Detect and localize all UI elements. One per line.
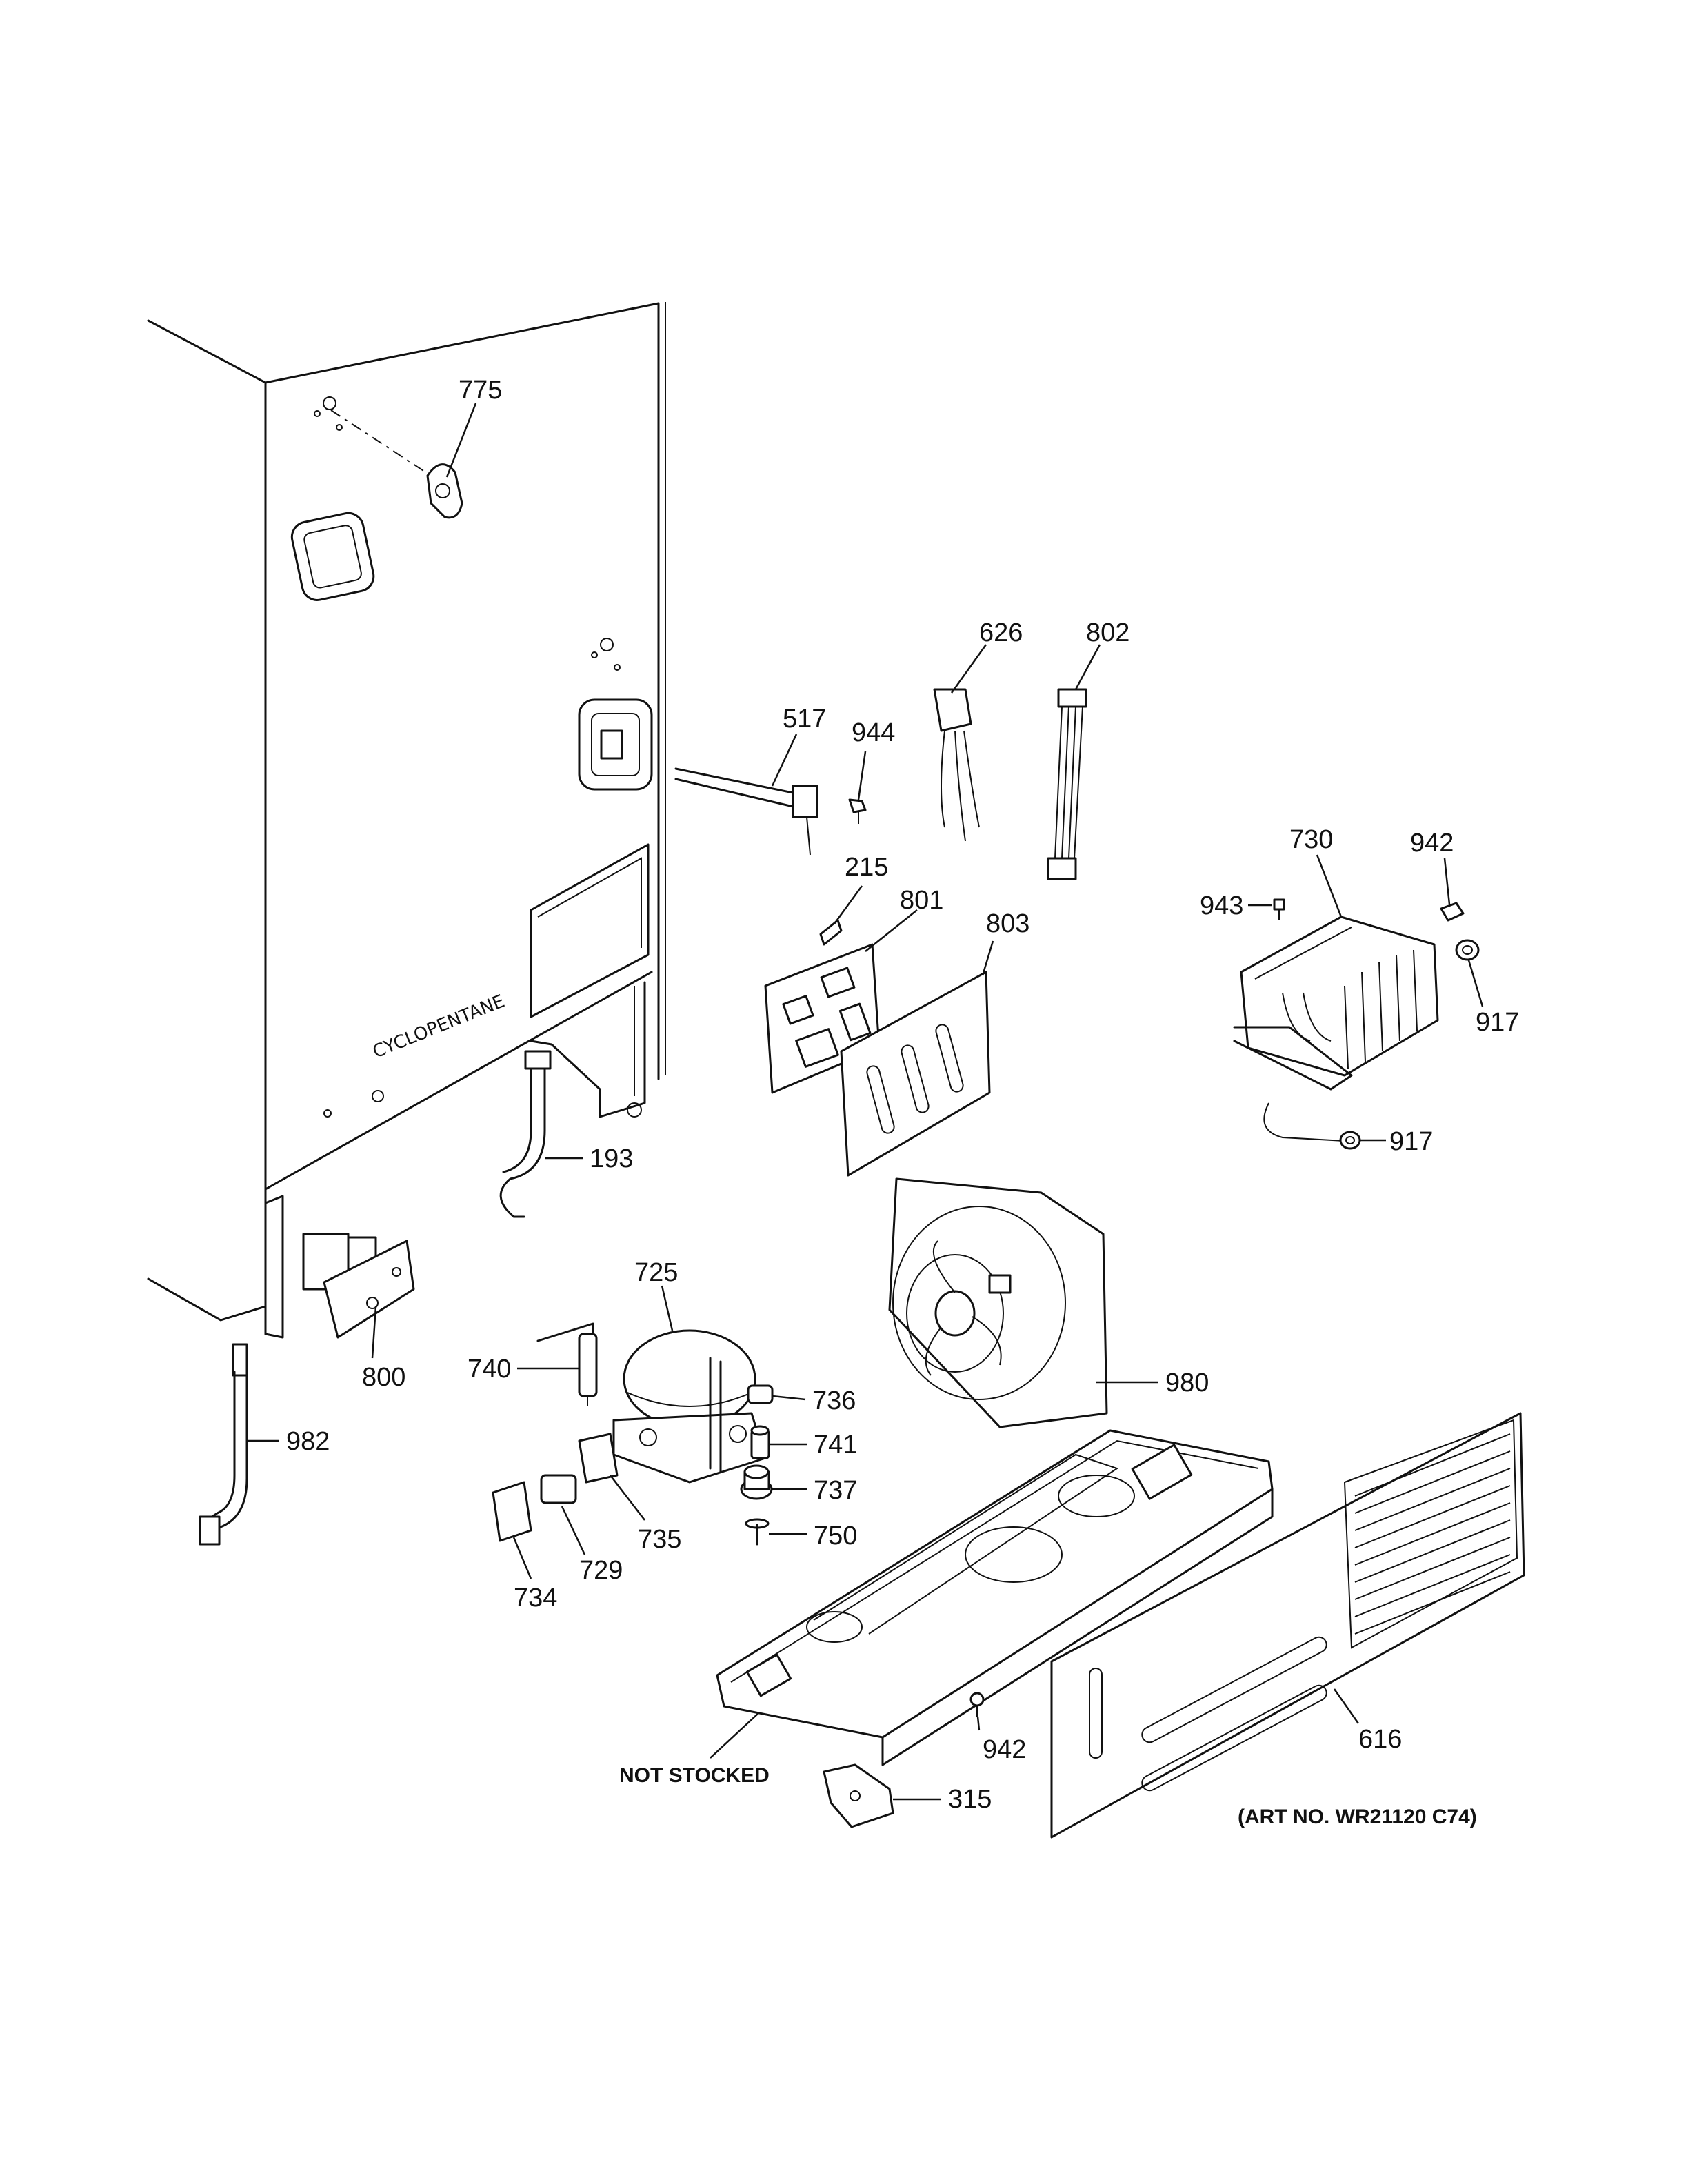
callout-725: 725	[634, 1258, 678, 1287]
compressor-base-pan	[716, 1429, 1274, 1766]
callout-943: 943	[1200, 891, 1243, 920]
callout-750: 750	[814, 1521, 857, 1550]
callout-315: 315	[948, 1785, 992, 1814]
callout-215: 215	[845, 853, 888, 882]
cabinet-rear: CYCLOPENTANE	[147, 302, 666, 1339]
callout-616: 616	[1358, 1725, 1402, 1754]
part-917-grommet-top	[1455, 939, 1480, 961]
callout-942-bottom: 942	[983, 1735, 1026, 1764]
callout-517: 517	[783, 705, 826, 734]
callout-193: 193	[590, 1144, 633, 1173]
callout-980: 980	[1165, 1368, 1209, 1397]
part-616-access-cover	[1050, 1412, 1525, 1839]
callout-802: 802	[1086, 618, 1129, 647]
part-982-water-line	[199, 1343, 248, 1546]
part-735-relay	[578, 1433, 619, 1484]
callout-982: 982	[286, 1427, 330, 1456]
part-980-fan-assembly	[888, 1177, 1108, 1428]
part-736-clip	[747, 1384, 774, 1404]
leader-lines	[248, 403, 1484, 1801]
callout-944: 944	[852, 718, 895, 747]
callout-942-top: 942	[1410, 829, 1454, 858]
part-734-cover	[492, 1481, 532, 1542]
callout-736: 736	[812, 1386, 856, 1415]
part-942-nut-top	[1440, 902, 1465, 922]
part-730-coil	[1233, 916, 1439, 1142]
callout-735: 735	[638, 1525, 681, 1554]
part-725-compressor	[612, 1329, 767, 1484]
callout-740: 740	[468, 1355, 511, 1384]
part-775-bracket	[330, 410, 463, 519]
callout-734: 734	[514, 1584, 557, 1612]
part-803-cover	[840, 971, 991, 1177]
part-740-dryer	[536, 1322, 598, 1406]
callout-917-bottom: 917	[1389, 1127, 1433, 1156]
part-942-screw-bottom	[969, 1692, 985, 1717]
part-517-sensor	[674, 767, 818, 856]
part-750-stud	[745, 1518, 770, 1546]
part-944-screw	[848, 798, 867, 824]
callout-labels: 775 626 802 517 944 215 801 803 730 942 …	[286, 376, 1519, 1828]
callout-729: 729	[579, 1556, 623, 1585]
part-315-bracket	[823, 1763, 894, 1828]
part-737-grommet	[740, 1464, 773, 1500]
callout-741: 741	[814, 1430, 857, 1459]
callout-801: 801	[900, 886, 943, 915]
callout-737: 737	[814, 1476, 857, 1505]
part-193-drain-tube	[499, 1050, 552, 1218]
part-215-clip	[819, 919, 843, 946]
part-802-harness	[1047, 688, 1087, 880]
part-626-harness	[933, 688, 980, 842]
callout-730: 730	[1289, 825, 1333, 854]
callout-800: 800	[362, 1363, 405, 1392]
cyclopentane-stamp: CYCLOPENTANE	[370, 991, 508, 1062]
callout-775: 775	[459, 376, 502, 405]
part-917-grommet-bottom	[1339, 1131, 1361, 1150]
callout-626: 626	[979, 618, 1023, 647]
part-943-screw	[1273, 898, 1285, 920]
part-741-sleeve	[750, 1425, 770, 1459]
part-800-water-valve	[302, 1233, 415, 1339]
art-number: (ART NO. WR21120 C74)	[1238, 1806, 1477, 1828]
callout-803: 803	[986, 909, 1029, 938]
part-729-overload	[540, 1474, 577, 1504]
callout-917-top: 917	[1476, 1008, 1519, 1037]
not-stocked-note: NOT STOCKED	[619, 1764, 770, 1787]
